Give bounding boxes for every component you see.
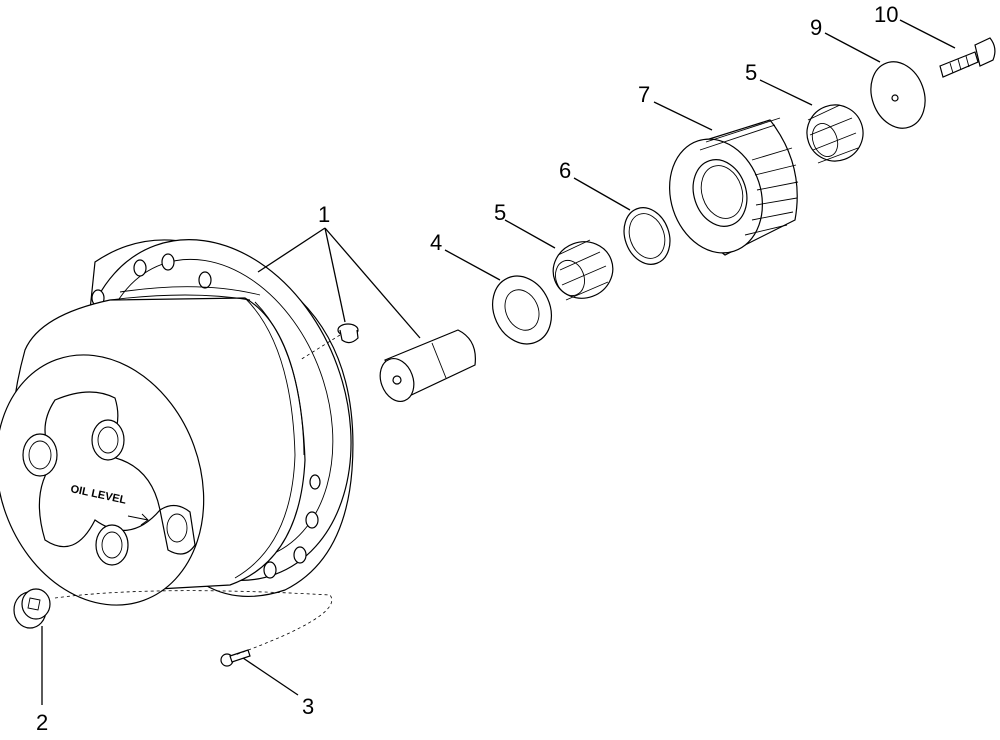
bolt bbox=[939, 37, 996, 78]
callout-5-front: 5 bbox=[494, 200, 506, 225]
callout-7: 7 bbox=[638, 82, 650, 107]
callout-1: 1 bbox=[318, 202, 330, 227]
drain-plug bbox=[13, 588, 51, 629]
snap-ring bbox=[623, 207, 671, 265]
callout-10: 10 bbox=[874, 2, 898, 27]
planet-shaft bbox=[379, 329, 476, 402]
hub-housing: OIL LEVEL bbox=[0, 239, 354, 606]
screw bbox=[220, 649, 251, 667]
callout-6: 6 bbox=[559, 158, 571, 183]
callout-2: 2 bbox=[36, 710, 48, 735]
needle-bearing-rear bbox=[806, 104, 864, 164]
callout-5-rear: 5 bbox=[745, 60, 757, 85]
assembly-guides bbox=[54, 334, 341, 656]
needle-bearing-front bbox=[552, 239, 614, 301]
callouts: 1 2 3 4 5 6 7 5 9 10 bbox=[36, 2, 898, 735]
callout-4: 4 bbox=[430, 230, 442, 255]
planet-gear bbox=[669, 117, 799, 256]
callout-9: 9 bbox=[810, 15, 822, 40]
callout-3: 3 bbox=[302, 694, 314, 719]
leader-lines bbox=[41, 19, 956, 705]
thrust-washer bbox=[492, 275, 552, 345]
cover-plate bbox=[870, 61, 926, 129]
small-pin bbox=[337, 323, 359, 344]
